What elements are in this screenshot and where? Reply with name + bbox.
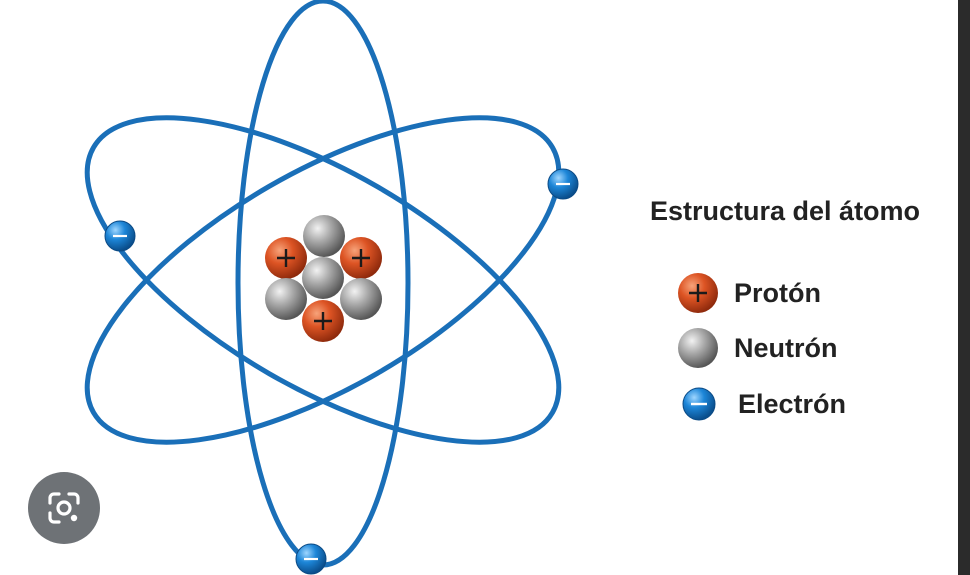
diagram-title: Estructura del átomo: [650, 196, 921, 226]
google-lens-icon: [48, 492, 80, 524]
neutron-particle: [302, 257, 344, 299]
electron-particle: [104, 220, 136, 252]
legend-label-proton: Protón: [734, 277, 821, 308]
legend-item-electron: Electrón: [680, 381, 846, 427]
neutron-particle: [265, 278, 307, 320]
window-edge: [958, 0, 970, 575]
orbit-tilted-down: [84, 115, 562, 445]
electron-particle: [295, 543, 327, 575]
legend-item-neutron: Neutrón: [676, 325, 838, 371]
orbit-tilted-up: [84, 115, 562, 445]
neutron-icon: [678, 328, 718, 368]
neutron-particle: [340, 278, 382, 320]
legend-item-proton: Protón: [676, 270, 821, 316]
electron-particle: [547, 168, 579, 200]
electron-icon: [682, 387, 716, 421]
proton-plus-signs: [277, 249, 370, 330]
neutron-particle: [303, 215, 345, 257]
legend-label-neutron: Neutrón: [734, 332, 838, 363]
legend-label-electron: Electrón: [738, 388, 847, 419]
proton-icon: [678, 273, 718, 313]
google-lens-button[interactable]: [28, 472, 100, 544]
nucleus: [265, 215, 382, 342]
electrons: [104, 168, 579, 575]
